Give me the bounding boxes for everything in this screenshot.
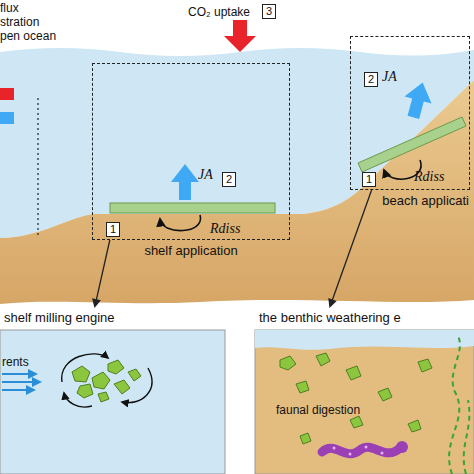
- mineral-grain: [108, 360, 124, 374]
- mineral-layer: [358, 117, 466, 172]
- uptake-arrow: [224, 20, 256, 52]
- annotation-label: flux: [0, 2, 19, 14]
- annotation-label: stration: [0, 16, 39, 28]
- milling-arrow: [122, 368, 152, 403]
- mineral-grain: [408, 420, 421, 432]
- mineral-grain: [316, 353, 330, 366]
- flux-symbol: Rdiss: [210, 222, 240, 236]
- mineral-grain: [350, 416, 363, 428]
- seabed: [0, 80, 474, 304]
- root: [464, 400, 470, 474]
- worm-spot: [381, 452, 384, 455]
- callout-number: 2: [222, 172, 236, 187]
- dotted-boundary: [37, 98, 38, 236]
- section-heading: beach applicati: [382, 194, 469, 207]
- mineral-grain: [346, 366, 361, 380]
- efflux-arrow: [0, 88, 14, 100]
- flux-symbol: Rdiss: [414, 170, 444, 184]
- detail-panel: shelf milling engine: [0, 308, 225, 474]
- mineral-grain: [300, 433, 311, 444]
- flux-symbol: JA: [198, 168, 213, 182]
- flux-symbol: JA: [382, 70, 397, 84]
- milling-arrow: [62, 354, 108, 382]
- worm-spot: [349, 453, 352, 456]
- section-heading: the benthic weathering e: [259, 311, 401, 324]
- annotation-label: faunal digestion: [276, 404, 360, 416]
- arrow-head: [92, 298, 101, 308]
- worm-spot: [365, 446, 368, 449]
- mineral-grain: [296, 381, 309, 393]
- worm: [322, 447, 400, 453]
- current-arrow: [2, 381, 40, 383]
- callout-number: 1: [106, 222, 120, 237]
- mineral-grain: [280, 356, 296, 370]
- dissolution-arrow: [160, 215, 201, 231]
- mineral-grain: [128, 369, 141, 381]
- connector-line: [96, 240, 110, 300]
- panel-water: [255, 330, 474, 350]
- section-heading: shelf application: [144, 244, 237, 257]
- arrow-head: [328, 298, 336, 308]
- application-box: shelf application: [92, 63, 290, 240]
- application-box: beach applicati: [350, 36, 470, 190]
- zoom-arrow: [92, 240, 110, 308]
- detail-panel: the benthic weathering e: [255, 308, 474, 474]
- callout-number: 2: [364, 72, 378, 87]
- worm-head: [396, 441, 408, 453]
- alkalinity-flux-arrow: [171, 164, 199, 200]
- panel-water: [0, 330, 225, 474]
- annotation-label: CO₂ uptake: [188, 6, 250, 18]
- mineral-grain: [92, 372, 110, 389]
- panel-sediment: [255, 330, 474, 474]
- annotation-label: rents: [2, 356, 29, 368]
- mineral-grain: [72, 366, 90, 382]
- section-heading: shelf milling engine: [4, 311, 115, 324]
- sequestration-arrow: [0, 112, 14, 124]
- mineral-grain: [98, 392, 109, 402]
- alkalinity-flux-arrow: [400, 79, 436, 121]
- worm-spot: [333, 447, 336, 450]
- current-arrow: [2, 389, 34, 391]
- mineral-grain: [378, 388, 392, 401]
- mineral-layer: [110, 203, 275, 213]
- callout-number: 1: [362, 172, 376, 187]
- root: [449, 336, 460, 474]
- mineral-grain: [77, 384, 93, 398]
- current-arrow: [2, 373, 36, 375]
- zoom-arrow: [328, 190, 371, 308]
- mineral-grain: [418, 359, 432, 372]
- milling-arrow: [64, 393, 92, 407]
- mineral-grain: [114, 380, 130, 394]
- annotation-label: pen ocean: [0, 30, 56, 42]
- callout-number: 3: [262, 4, 276, 19]
- connector-line: [332, 190, 371, 300]
